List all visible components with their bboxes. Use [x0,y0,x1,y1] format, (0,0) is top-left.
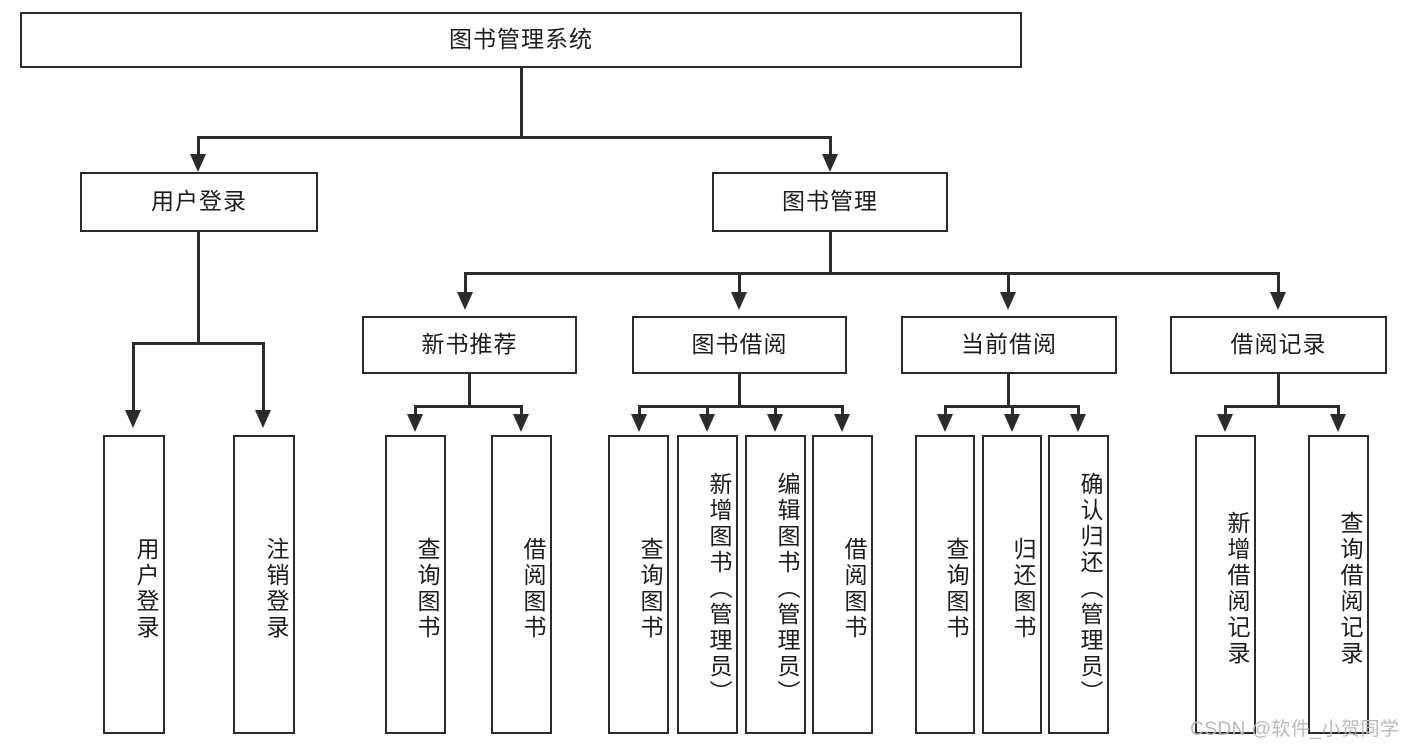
node-label: 借阅图书 [520,536,546,641]
edge-book-manage-bar [464,272,1279,275]
edge-current-borrow-drop-2 [1011,405,1014,417]
arrow-to-leaf-user-login [125,410,141,428]
node-book-borrow[interactable]: 图书借阅 [632,316,847,374]
node-label: 图书管理 [782,188,878,215]
node-label: 注销登录 [263,536,289,641]
edge-user-login-drop-1 [132,342,135,414]
node-label: 用户登录 [151,188,247,215]
leaf-query-book-borrow[interactable]: 查询图书 [608,435,669,734]
edge-new-book-rec-bar [414,405,522,408]
arrow-to-leaf-query-book-3 [937,414,953,432]
node-current-borrow[interactable]: 当前借阅 [901,316,1117,374]
edge-new-book-rec-drop-2 [520,405,523,417]
arrow-to-borrow-record [1270,292,1286,310]
leaf-logout[interactable]: 注销登录 [233,435,295,734]
csdn-watermark: CSDN @软件_小贺同学 [1190,719,1400,740]
node-label: 借阅图书 [841,536,867,641]
node-label: 新书推荐 [421,331,518,358]
edge-root-to-book-manage [829,136,832,158]
arrow-to-leaf-query-record [1330,414,1346,432]
node-label: 归还图书 [1010,536,1036,641]
leaf-query-borrow-record[interactable]: 查询借阅记录 [1308,435,1369,734]
node-root-book-management-system[interactable]: 图书管理系统 [20,12,1022,68]
arrow-to-leaf-query-book-2 [631,414,647,432]
node-borrow-record[interactable]: 借阅记录 [1170,316,1387,374]
edge-book-borrow-drop-1 [638,405,641,417]
arrow-root-to-book-manage [822,154,838,172]
edge-root-stem [520,68,523,136]
arrow-to-leaf-return-book [1004,414,1020,432]
leaf-confirm-return-admin[interactable]: 确认归还（管理员） [1048,435,1109,734]
node-book-management[interactable]: 图书管理 [712,172,948,232]
leaf-borrow-book-borrow[interactable]: 借阅图书 [812,435,873,734]
node-label: 编辑图书（管理员） [774,471,800,706]
edge-current-borrow-stem [1007,374,1010,405]
edge-new-book-rec-drop-1 [414,405,417,417]
node-label: 图书管理系统 [449,26,593,53]
leaf-query-book-current[interactable]: 查询图书 [915,435,975,734]
edge-borrow-record-bar [1224,405,1339,408]
leaf-user-login[interactable]: 用户登录 [103,435,165,734]
edge-user-login-bar [132,342,264,345]
node-label: 新增借阅记录 [1224,510,1250,667]
edge-book-borrow-stem [738,374,741,405]
node-label: 当前借阅 [961,331,1057,358]
edge-book-borrow-drop-2 [706,405,709,417]
edge-user-login-drop-2 [262,342,265,414]
node-label: 用户登录 [133,536,159,641]
node-label: 查询图书 [414,536,440,641]
edge-current-borrow-drop-3 [1077,405,1080,417]
node-label: 查询图书 [637,536,663,641]
node-new-book-recommendation[interactable]: 新书推荐 [362,316,577,374]
arrow-to-leaf-logout [255,410,271,428]
leaf-add-book-admin[interactable]: 新增图书（管理员） [677,435,738,734]
node-label: 新增图书（管理员） [706,471,732,706]
edge-current-borrow-drop-1 [944,405,947,417]
leaf-query-book-new-rec[interactable]: 查询图书 [385,435,446,734]
arrow-to-new-book-rec [457,292,473,310]
edge-book-borrow-drop-4 [841,405,844,417]
edge-book-borrow-drop-3 [774,405,777,417]
edge-new-book-rec-stem [468,374,471,405]
node-label: 查询图书 [943,536,969,641]
edge-book-manage-drop-1 [464,272,467,296]
node-user-login[interactable]: 用户登录 [80,172,318,232]
arrow-to-current-borrow [1000,292,1016,310]
leaf-return-book[interactable]: 归还图书 [982,435,1042,734]
arrow-to-leaf-query-book-1 [407,414,423,432]
arrow-to-leaf-confirm-return [1070,414,1086,432]
edge-borrow-record-drop-1 [1224,405,1227,417]
arrow-to-leaf-borrow-book-1 [513,414,529,432]
arrow-to-leaf-add-book [699,414,715,432]
edge-book-manage-stem [829,232,832,272]
edge-borrow-record-stem [1277,374,1280,405]
edge-book-manage-drop-3 [1007,272,1010,296]
leaf-borrow-book-new-rec[interactable]: 借阅图书 [491,435,552,734]
node-label: 图书借阅 [691,331,788,358]
edge-book-manage-drop-4 [1277,272,1280,296]
node-label: 确认归还（管理员） [1077,471,1103,706]
edge-book-borrow-bar [638,405,843,408]
edge-borrow-record-drop-2 [1337,405,1340,417]
arrow-to-leaf-borrow-book-2 [834,414,850,432]
edge-root-to-user-login [197,136,200,158]
node-label: 查询借阅记录 [1337,510,1363,667]
arrow-root-to-user-login [190,154,206,172]
edge-user-login-stem [197,232,200,342]
arrow-to-leaf-add-record [1217,414,1233,432]
leaf-add-borrow-record[interactable]: 新增借阅记录 [1195,435,1256,734]
edge-book-manage-drop-2 [738,272,741,296]
arrow-to-leaf-edit-book [767,414,783,432]
leaf-edit-book-admin[interactable]: 编辑图书（管理员） [745,435,806,734]
edge-root-bar [197,136,831,139]
node-label: 借阅记录 [1230,331,1327,358]
arrow-to-book-borrow [731,292,747,310]
